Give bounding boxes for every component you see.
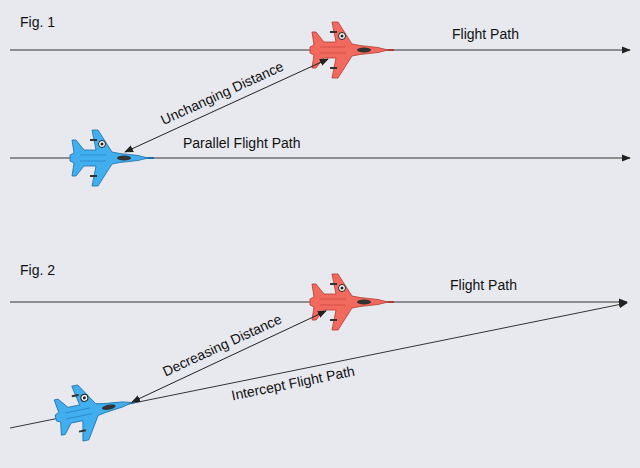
blue-jet: [50, 374, 143, 446]
red-jet: [310, 22, 394, 78]
roundel: [341, 35, 344, 38]
path-label: Intercept Flight Path: [230, 363, 356, 404]
roundel: [339, 285, 346, 292]
distance-label: Unchanging Distance: [158, 58, 286, 128]
roundel: [339, 33, 346, 40]
distance-arrow: [125, 59, 328, 152]
roundel: [99, 141, 106, 148]
figure-label: Fig. 2: [20, 262, 55, 278]
blue-jet: [70, 130, 154, 186]
path-label: Parallel Flight Path: [183, 135, 301, 151]
figure-label: Fig. 1: [20, 14, 55, 30]
distance-label: Decreasing Distance: [160, 311, 284, 380]
red-jet: [310, 274, 394, 330]
path-label: Flight Path: [452, 26, 519, 42]
roundel: [341, 287, 344, 290]
roundel: [101, 143, 104, 146]
path-label: Flight Path: [450, 277, 517, 293]
